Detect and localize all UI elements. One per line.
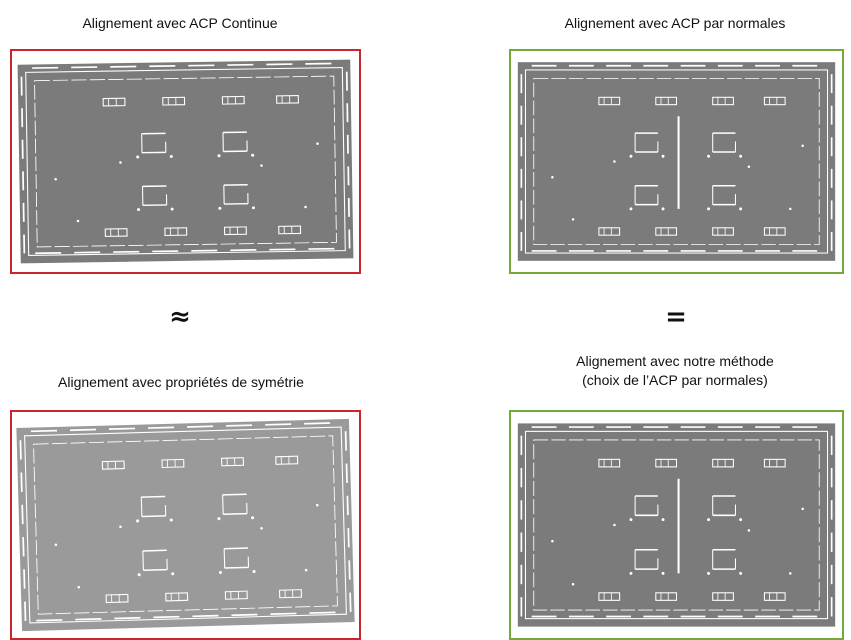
- panel-bottom-left: [10, 410, 361, 640]
- caption-bottom-right: Alignement avec notre méthode (choix de …: [507, 352, 843, 390]
- panel-top-right: [509, 49, 844, 274]
- approx-equal-symbol: ≈: [150, 304, 210, 330]
- panel-bottom-right: [509, 410, 844, 640]
- plate-render: [517, 423, 836, 627]
- caption-top-right: Alignement avec ACP par normales: [507, 14, 843, 33]
- plate-render: [517, 62, 836, 262]
- caption-top-left: Alignement avec ACP Continue: [10, 14, 350, 33]
- panel-top-left: [10, 49, 361, 274]
- plate-render: [17, 59, 354, 264]
- caption-bottom-left: Alignement avec propriétés de symétrie: [5, 373, 357, 392]
- plate-render: [16, 418, 356, 632]
- equal-symbol: =: [646, 304, 706, 330]
